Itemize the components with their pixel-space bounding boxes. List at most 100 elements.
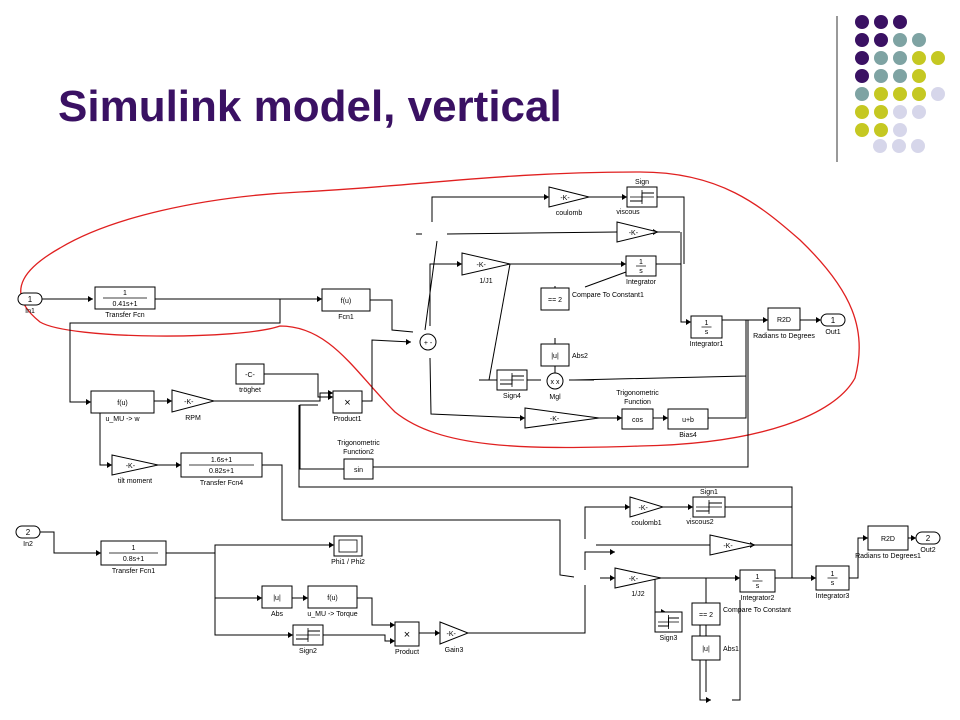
block-coul-label: coulomb (556, 210, 583, 217)
block-fmu: f(u)u_MU -> w (90, 390, 155, 423)
sum-signs: x x (551, 379, 560, 386)
gain-value: -K- (629, 230, 639, 237)
block-scope: Phi1 / Phi2 (331, 535, 365, 566)
signal-line (262, 464, 575, 578)
arrowhead (763, 317, 768, 323)
block-gain3: -K-Gain3 (439, 621, 470, 654)
block-shape (307, 585, 358, 609)
block-sign4: Sign4 (496, 369, 528, 400)
signal-line (370, 299, 414, 333)
signal-line (214, 392, 333, 402)
block-abs: |u| Abs (261, 585, 293, 618)
gain-triangle (111, 454, 159, 476)
gain-value: -K- (639, 505, 649, 512)
decorative-dot (874, 51, 888, 65)
decorative-dot (855, 105, 869, 119)
arrowhead (86, 399, 91, 405)
arrowhead (435, 630, 440, 636)
decorative-dot (855, 69, 869, 83)
block-sign4-label: Sign4 (503, 393, 521, 400)
int-numerator: 1 (705, 320, 709, 327)
arrowhead (622, 194, 627, 200)
abs-symbol: |u| (273, 595, 281, 602)
signal-line (166, 544, 334, 554)
decorative-dot (912, 105, 926, 119)
signal-line (584, 506, 630, 539)
signal-line (69, 299, 281, 403)
gain-value: -K- (550, 416, 560, 423)
signal-line (424, 240, 438, 331)
block-fcn1-label: Fcn1 (338, 314, 354, 321)
gain-value: -K- (184, 399, 194, 406)
block-cmp-label: Compare To Constant1 (572, 292, 644, 299)
block-tilt: -K-tilt moment (111, 454, 159, 485)
arrowhead (96, 550, 101, 556)
abs-symbol: |u| (702, 646, 710, 653)
arrowhead (610, 549, 615, 555)
product-symbol: × (344, 397, 350, 409)
block-abs2: |u|Abs2 (540, 343, 588, 367)
arrowhead (328, 394, 333, 400)
block-sign3: Sign3 (654, 611, 683, 642)
block-coul1-label: coulomb1 (631, 520, 661, 527)
block-sign1: Sign1 (692, 489, 726, 518)
sign-curve (630, 192, 654, 202)
decorative-dot (893, 15, 907, 29)
block-cmp2-label: Compare To Constant (723, 607, 791, 614)
arrowhead (706, 697, 711, 703)
cmp-operator: == 2 (699, 612, 713, 619)
block-gtop: -K- (616, 221, 659, 243)
block-g1j2-label: 1/J2 (631, 591, 644, 598)
block-shape (691, 635, 721, 661)
block-tf-label: Transfer Fcn (105, 312, 145, 319)
arrowhead (544, 194, 549, 200)
block-gain3-label: Gain3 (445, 647, 464, 654)
block-trog: -C-tröghet (235, 363, 265, 394)
signal-line (446, 231, 618, 235)
gain-value: -K- (723, 543, 733, 550)
arrowhead (317, 296, 322, 302)
signal-line (429, 357, 526, 419)
gain-value: -K- (477, 262, 487, 269)
decorative-dot (912, 33, 926, 47)
block-sign-label: Sign (635, 179, 649, 186)
decorative-dot (874, 69, 888, 83)
tf-denominator: 0.41s+1 (112, 301, 137, 308)
arrowhead (686, 319, 691, 325)
block-visc2: viscous2 (686, 519, 713, 526)
fcn-expression: cos (632, 417, 643, 424)
gain-triangle (616, 221, 659, 243)
fcn-expression: sin (354, 467, 363, 474)
block-shape (540, 287, 570, 311)
block-fmut-label: u_MU -> Torque (307, 611, 357, 618)
sign-curve (696, 502, 722, 512)
block-out1-label: Out1 (825, 329, 840, 336)
arrowhead (88, 296, 93, 302)
block-abs-label: Abs (271, 611, 284, 618)
sum-signs: + - (424, 340, 433, 347)
signal-line (264, 373, 333, 398)
signal-line (584, 271, 627, 288)
decorative-dot (874, 87, 888, 101)
decorative-dot (892, 139, 906, 153)
gain-triangle (709, 534, 756, 556)
signal-line (431, 196, 549, 222)
port-shape (915, 531, 941, 545)
block-sign3-label: Sign3 (660, 635, 678, 642)
block-g1j1-label: 1/J1 (479, 278, 492, 285)
block-rpm-label: RPM (185, 415, 201, 422)
decorative-dot (855, 51, 869, 65)
block-in2-label: In2 (23, 541, 33, 548)
signal-line (323, 634, 395, 642)
block-sum1: + - (419, 333, 437, 351)
